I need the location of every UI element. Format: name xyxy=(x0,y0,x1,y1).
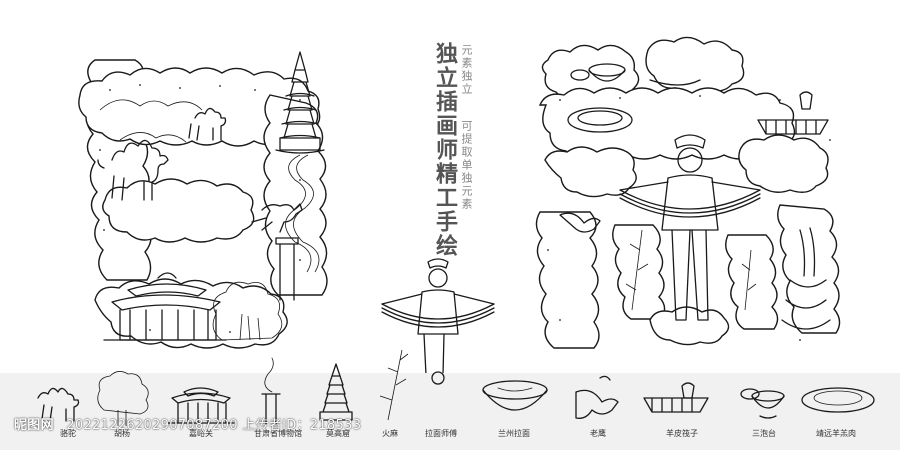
tea-cup-icon xyxy=(740,388,785,419)
poplar-tree-icon xyxy=(97,371,149,426)
thumbnail-strip-bg xyxy=(0,373,900,450)
caption-noodle-chef: 拉面师傅 xyxy=(425,429,457,438)
caption-tea: 三泡台 xyxy=(752,429,776,438)
museum-tower-illustration xyxy=(275,237,299,301)
poplar-tree-illustration xyxy=(212,281,283,341)
museum-icon xyxy=(261,357,281,425)
jiayuguan-pavilion-illustration xyxy=(103,272,227,341)
caption-lamb: 靖远羊羔肉 xyxy=(816,429,856,438)
tea-bowl-illustration xyxy=(570,63,701,86)
lamb-dish-icon xyxy=(801,387,875,413)
mogao-pagoda-illustration xyxy=(275,51,325,154)
sheepskin-raft-icon xyxy=(643,382,709,413)
eagle-icon xyxy=(575,375,619,419)
camel-illustration xyxy=(97,107,227,201)
poster-subtitle-2: 可提取单独元素 xyxy=(460,120,473,211)
poster-subtitle-1: 元素独立 xyxy=(460,44,473,96)
caption-eagle: 老鹰 xyxy=(590,429,606,438)
lamb-dish-illustration xyxy=(567,107,633,133)
caption-poplar: 胡杨 xyxy=(114,429,130,438)
hemp-plant-illustration xyxy=(625,229,757,311)
caption-noodle-bowl: 兰州拉面 xyxy=(498,429,530,438)
su-character-clouds xyxy=(535,36,841,349)
galloping-horse-illustration xyxy=(251,203,303,233)
eagle-illustration xyxy=(559,212,601,233)
noodle-chef-icon xyxy=(431,371,445,385)
watermark-text: 20221226202907087200 上传者ID：218533 xyxy=(66,418,362,433)
noodle-bowls-stack-illustration xyxy=(781,227,831,330)
watermark: 昵图网 20221226202907087200 上传者ID：218533 xyxy=(14,414,361,433)
caption-camel: 骆驼 xyxy=(60,429,76,438)
noodle-bowl-icon xyxy=(482,380,548,411)
noodle-chef-large-illustration xyxy=(619,134,761,321)
river-swirl xyxy=(285,154,320,273)
mogao-pagoda-icon xyxy=(319,363,353,421)
camel-icon xyxy=(37,387,80,422)
caption-raft: 羊皮筏子 xyxy=(666,429,698,438)
caption-museum: 甘肃省博物馆 xyxy=(254,429,302,438)
caption-mogao: 莫高窟 xyxy=(326,429,350,438)
caption-hemp: 火麻 xyxy=(382,429,398,438)
caption-jiayuguan: 嘉峪关 xyxy=(189,429,213,438)
mountain-lines xyxy=(99,99,203,143)
hemp-plant-icon xyxy=(379,349,409,421)
jiayuguan-pass-icon xyxy=(167,387,235,424)
watermark-brand: 昵图网 xyxy=(14,418,54,433)
poster-title: 独立插画师精工手绘 xyxy=(432,42,457,258)
sheepskin-raft-illustration xyxy=(757,91,829,135)
